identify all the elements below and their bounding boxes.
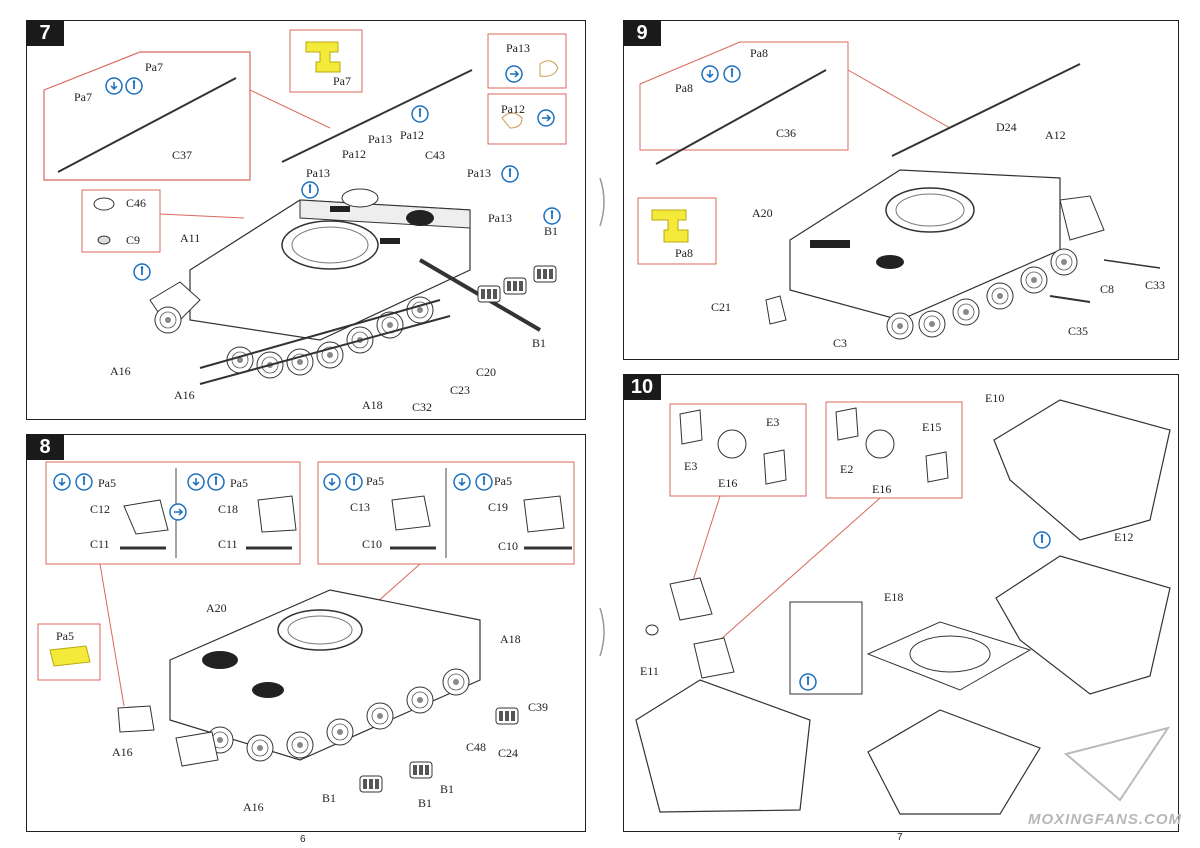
label-pa5-c: Pa5: [366, 474, 384, 488]
label-c18: C18: [218, 502, 239, 516]
label-a11: A11: [180, 231, 201, 245]
label-e2: E2: [840, 462, 854, 476]
label-e10: E10: [985, 391, 1005, 405]
label-e12: E12: [1114, 530, 1134, 544]
label-c12: C12: [90, 502, 111, 516]
label-a16-b: A16: [174, 388, 195, 402]
label-pa7-part: Pa7: [333, 74, 351, 88]
label-pa5-a: Pa5: [98, 476, 116, 490]
page-number-left: 6: [300, 834, 306, 845]
label-b1-a: B1: [322, 791, 337, 805]
step-number: 10: [623, 374, 661, 400]
label-c23: C23: [450, 383, 471, 397]
label-e15: E15: [922, 420, 942, 434]
step7-art: [43, 29, 567, 385]
label-pa7-b: Pa7: [74, 90, 92, 104]
label-pa8-part: Pa8: [675, 246, 693, 260]
label-pa13-c: Pa13: [467, 166, 491, 180]
step8-art: [37, 461, 575, 793]
label-b1-a: B1: [544, 224, 559, 238]
label-pa5-d: Pa5: [494, 474, 512, 488]
label-c10-b: C10: [498, 539, 519, 553]
label-e18: E18: [884, 590, 904, 604]
step10-art: [635, 399, 1171, 815]
step-number: 7: [26, 20, 64, 46]
label-a18: A18: [500, 632, 521, 646]
label-a16-a: A16: [110, 364, 131, 378]
step9-art: [637, 41, 1161, 340]
label-c3: C3: [833, 336, 848, 350]
label-c9: C9: [126, 233, 141, 247]
label-c37: C37: [172, 148, 193, 162]
label-d24: D24: [996, 120, 1017, 134]
label-pa12-box: Pa12: [501, 102, 525, 116]
label-pa12-b: Pa12: [400, 128, 424, 142]
label-e16-a: E16: [718, 476, 738, 490]
label-b1-b: B1: [532, 336, 547, 350]
label-pa13-a: Pa13: [368, 132, 392, 146]
step-number: 8: [26, 434, 64, 460]
label-b1-c: B1: [440, 782, 455, 796]
label-pa8-b: Pa8: [675, 81, 693, 95]
label-a20: A20: [206, 601, 227, 615]
label-c10-a: C10: [362, 537, 383, 551]
label-c24: C24: [498, 746, 519, 760]
label-a18: A18: [362, 398, 383, 412]
label-pa13-box: Pa13: [506, 41, 530, 55]
label-c21: C21: [711, 300, 732, 314]
label-c48: C48: [466, 740, 487, 754]
label-a12: A12: [1045, 128, 1066, 142]
label-a20: A20: [752, 206, 773, 220]
step-number: 9: [623, 20, 661, 46]
label-c11-b: C11: [218, 537, 238, 551]
label-c32: C32: [412, 400, 433, 414]
label-e11: E11: [640, 664, 659, 678]
label-c19: C19: [488, 500, 509, 514]
label-pa7-a: Pa7: [145, 60, 163, 74]
label-b1-b: B1: [418, 796, 433, 810]
label-c33: C33: [1145, 278, 1166, 292]
label-c11-a: C11: [90, 537, 110, 551]
label-c13: C13: [350, 500, 371, 514]
label-c36: C36: [776, 126, 797, 140]
label-a16-b: A16: [243, 800, 264, 814]
label-c46: C46: [126, 196, 147, 210]
watermark-text: MOXINGFANS.COM: [1027, 811, 1182, 828]
label-pa5-b: Pa5: [230, 476, 248, 490]
page-number-right: 7: [897, 832, 903, 843]
label-pa12-a: Pa12: [342, 147, 366, 161]
label-c39: C39: [528, 700, 549, 714]
label-c20: C20: [476, 365, 497, 379]
label-a16-a: A16: [112, 745, 133, 759]
label-e16-b: E16: [872, 482, 892, 496]
label-pa5-part: Pa5: [56, 629, 74, 643]
label-c8: C8: [1100, 282, 1115, 296]
label-e3-b: E3: [684, 459, 698, 473]
label-pa8-a: Pa8: [750, 46, 768, 60]
label-pa13-b: Pa13: [306, 166, 330, 180]
label-pa13-d: Pa13: [488, 211, 512, 225]
label-e3-a: E3: [766, 415, 780, 429]
label-c43: C43: [425, 148, 446, 162]
label-c35: C35: [1068, 324, 1089, 338]
